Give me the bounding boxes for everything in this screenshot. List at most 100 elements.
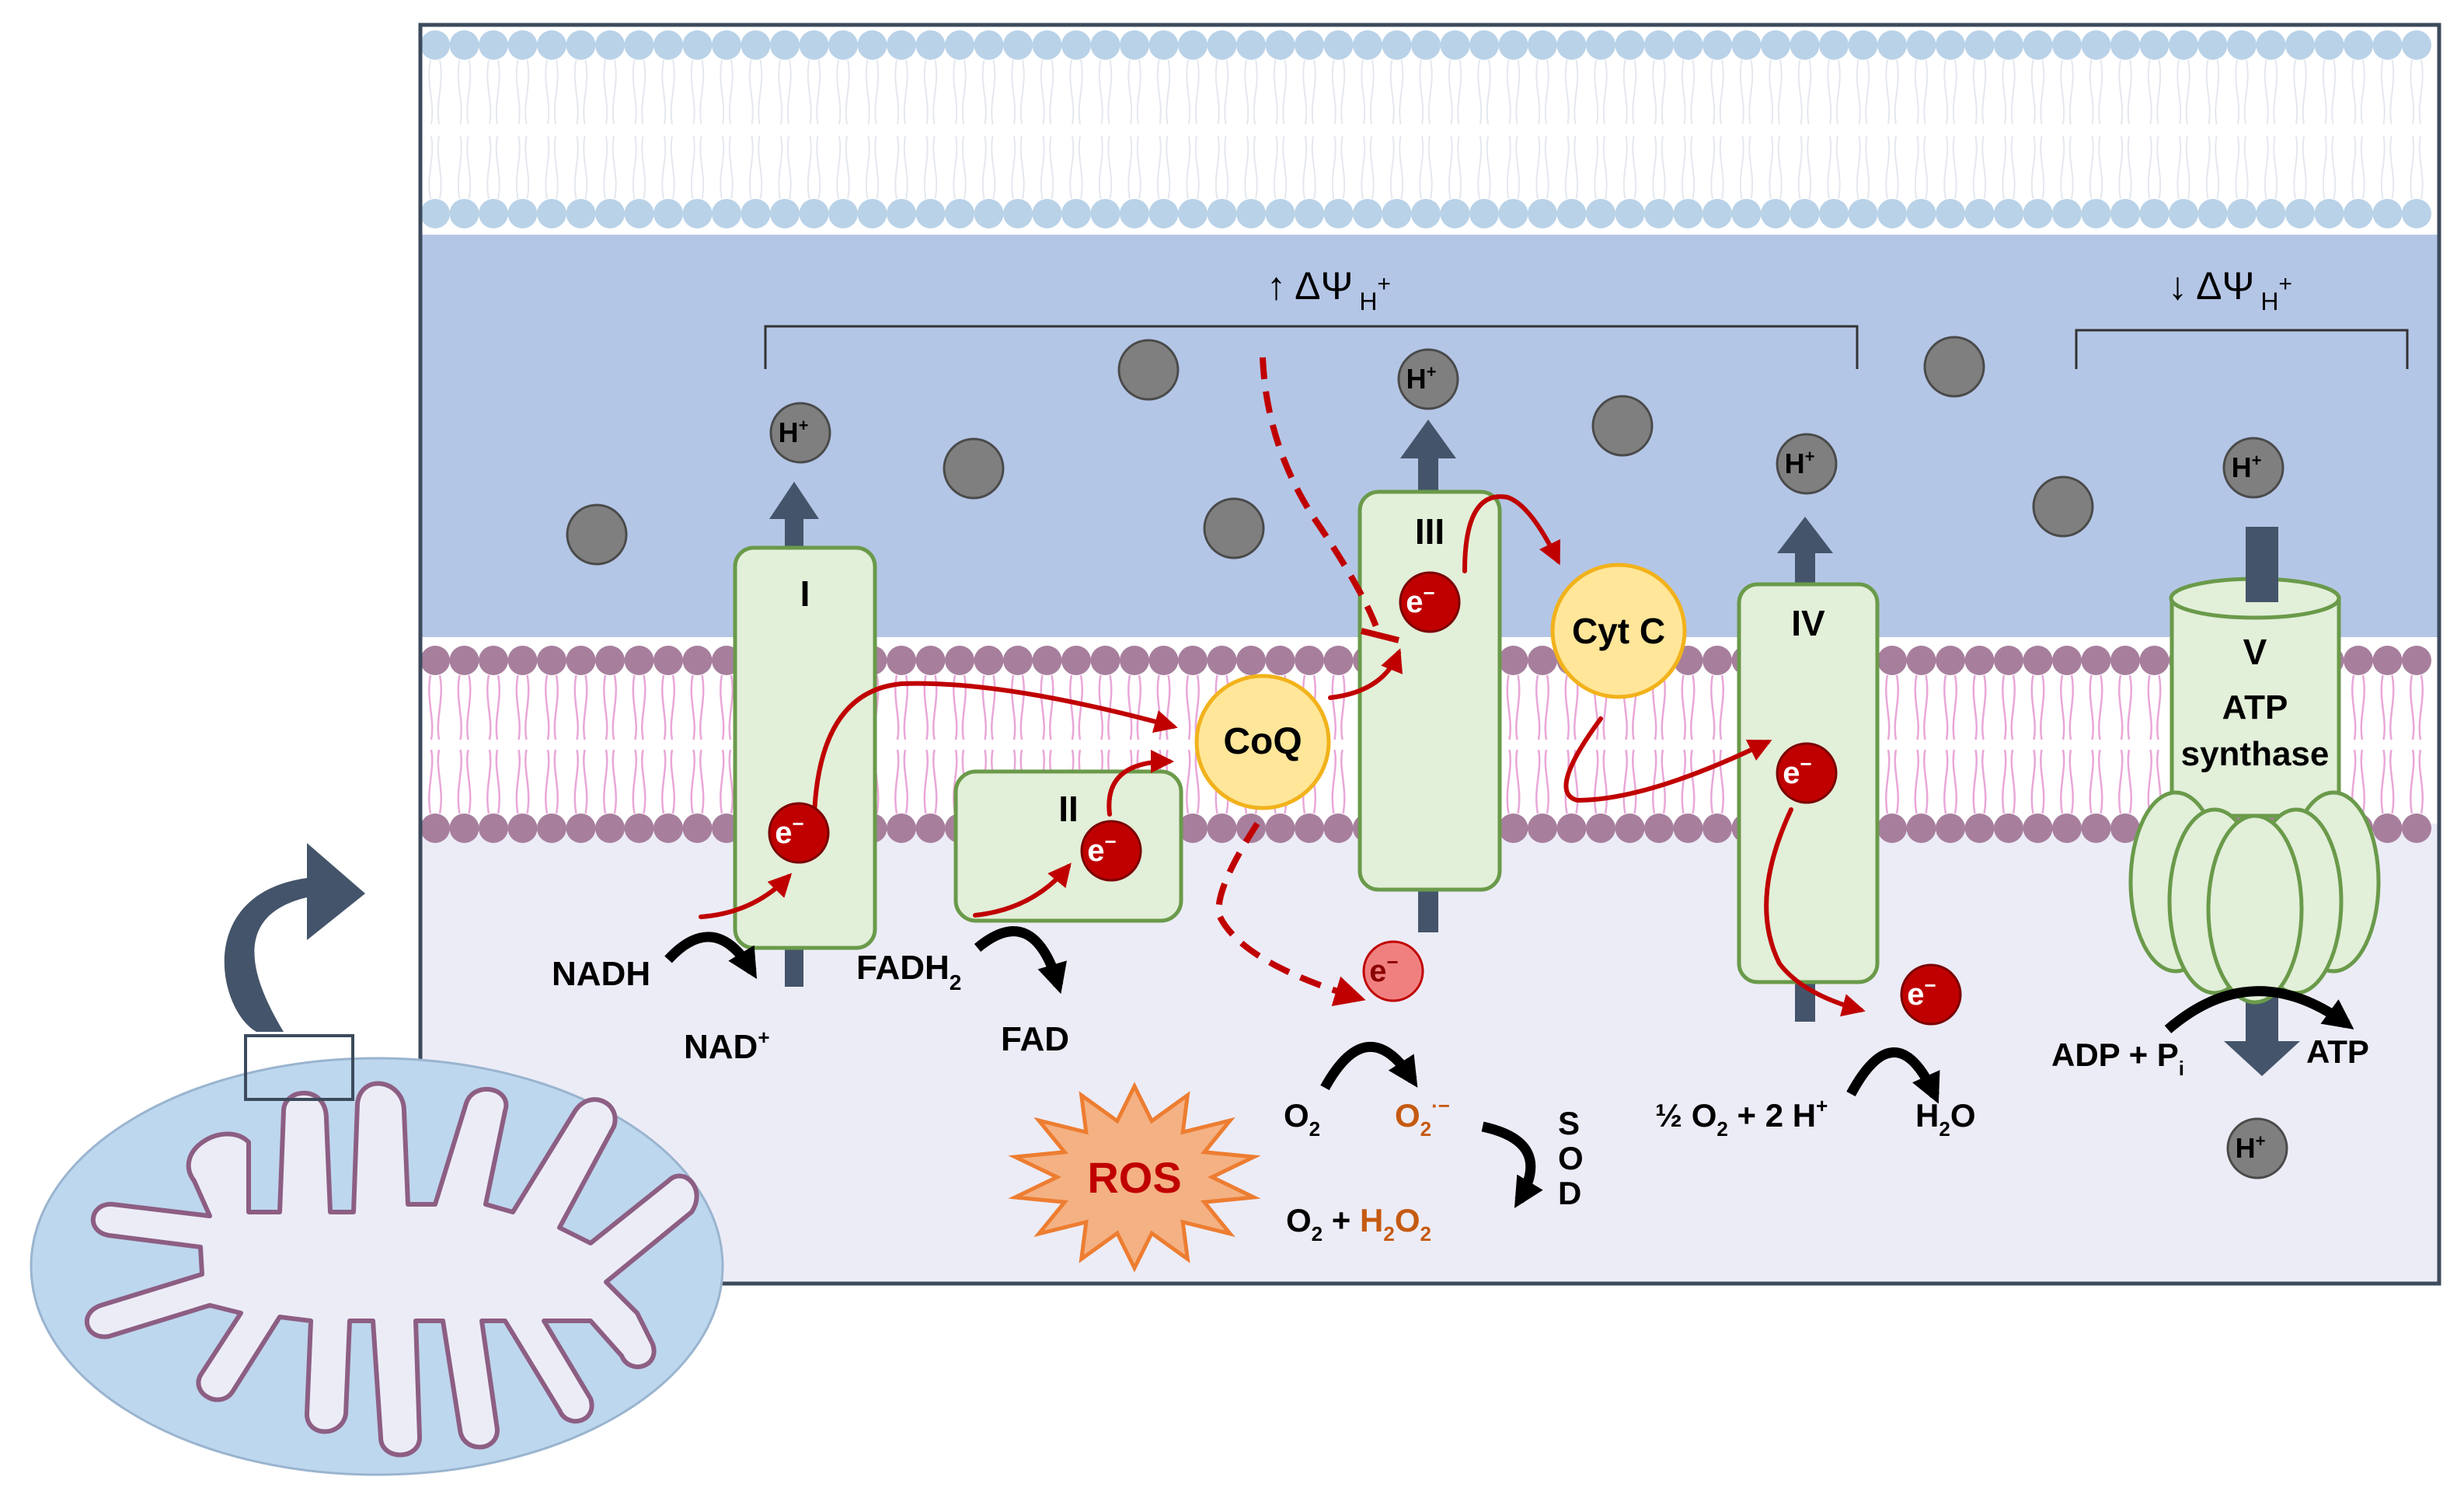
lipid-head [2081,30,2111,60]
electrons: e−e−e−e−e−e− [768,571,1962,1026]
lipid-head [1236,199,1266,228]
lipid-head [1411,199,1441,228]
lipid-head [1586,30,1615,60]
electron-badge: e− [1362,940,1424,1002]
lipid-head [1120,30,1149,60]
lipid-head [915,813,946,843]
lipid-head [1964,199,1995,228]
lipid-head [974,646,1004,675]
lipid-head [1994,646,2023,675]
lipid-head [420,646,450,675]
outer-membrane-tails [428,59,2424,200]
outer-membrane-heads [420,30,2431,228]
svg-text:H+: H+ [1406,362,1437,395]
lipid-head [1498,646,1528,675]
lipid-head [1265,30,1295,60]
lipid-head [1440,199,1470,228]
complex-iii-label: III [1415,511,1445,552]
lipid-head [2023,813,2053,843]
svg-text:e−: e− [1783,752,1811,790]
complex-i: I [733,482,877,987]
lipid-head [1731,30,1762,60]
lipid-head [507,30,538,60]
electron-leak-arrows [1215,357,1382,1006]
lipid-head [2402,30,2431,60]
main-panel-frame [418,23,2441,1286]
lipid-head [1061,646,1091,675]
lipid-head [915,30,946,60]
lipid-head [1323,30,1354,60]
svg-text:e−: e− [1369,950,1398,988]
lipid-head [1702,646,1732,675]
lipid-head [1498,813,1528,843]
lipid-head [2344,646,2373,675]
proton-badge: H+ [1397,348,1459,410]
svg-text:H+: H+ [1785,447,1815,479]
complex-ii: II [953,769,1183,923]
cytochrome-c: Cyt C [1550,563,1687,699]
atp-reaction: ADP + Pi ATP [2051,986,2369,1080]
proton-pump-arrow-icon [1400,420,1456,458]
lipid-head [1003,30,1033,60]
coenzyme-q: CoQ [1194,674,1331,810]
lipid-head [653,30,683,60]
lipid-head [1207,30,1237,60]
lipid-head [479,199,508,228]
lipid-head [420,813,450,843]
electron-badge: e− [1900,963,1962,1026]
reaction-arrow-icon [1846,1047,1940,1104]
lipid-head [2110,30,2140,60]
lipid-head [1673,813,1703,843]
lipid-head [1936,646,1965,675]
lipid-head [1528,646,1557,675]
complex-iii: III [1357,420,1502,932]
lipid-head [1964,813,1995,843]
lipid-head [1323,813,1354,843]
lipid-head [945,30,974,60]
lipid-head [1906,646,1936,675]
lipid-head [1295,646,1324,675]
water-label: H2O [1915,1097,1975,1141]
reaction-arrow-icon [2164,986,2354,1033]
lipid-head [1994,813,2023,843]
lipid-head [1556,813,1587,843]
lipid-head [1498,30,1528,60]
lipid-head [2402,813,2431,843]
svg-text:H+: H+ [2232,451,2262,483]
nad-label: NAD+ [684,1026,770,1066]
lipid-head [2169,30,2198,60]
lipid-head [624,30,654,60]
lipid-head [1877,813,1907,843]
lipid-head [566,813,596,843]
lipid-head [1090,30,1120,60]
lipid-head [1265,813,1295,843]
lipid-head [915,646,946,675]
lipid-head [915,199,946,228]
svg-text:e−: e− [1406,581,1434,619]
lipid-head [1295,30,1324,60]
lipid-head [537,199,566,228]
lipid-head [2081,199,2111,228]
lipid-head [1790,199,1820,228]
mitochondrion-inset [30,843,724,1476]
lipid-head [887,199,916,228]
lipid-head [449,199,479,228]
lipid-head [1761,199,1790,228]
proton-pump-arrow-icon [769,482,819,519]
fadh2-reaction: FADH2 FAD [856,926,1069,1058]
lipid-head [1615,813,1645,843]
lipid-head [1148,199,1179,228]
complex-ii-label: II [1058,789,1079,829]
lipid-head [2023,646,2053,675]
lipid-head [1528,199,1557,228]
lipid-head [945,646,974,675]
lipid-head [1877,646,1907,675]
lipid-head [1178,813,1208,843]
oxygen-label: O2 [1284,1097,1320,1141]
proton-particle [1923,336,1985,398]
lipid-head [1323,646,1354,675]
lipid-head [1528,30,1557,60]
lipid-head [1090,646,1120,675]
